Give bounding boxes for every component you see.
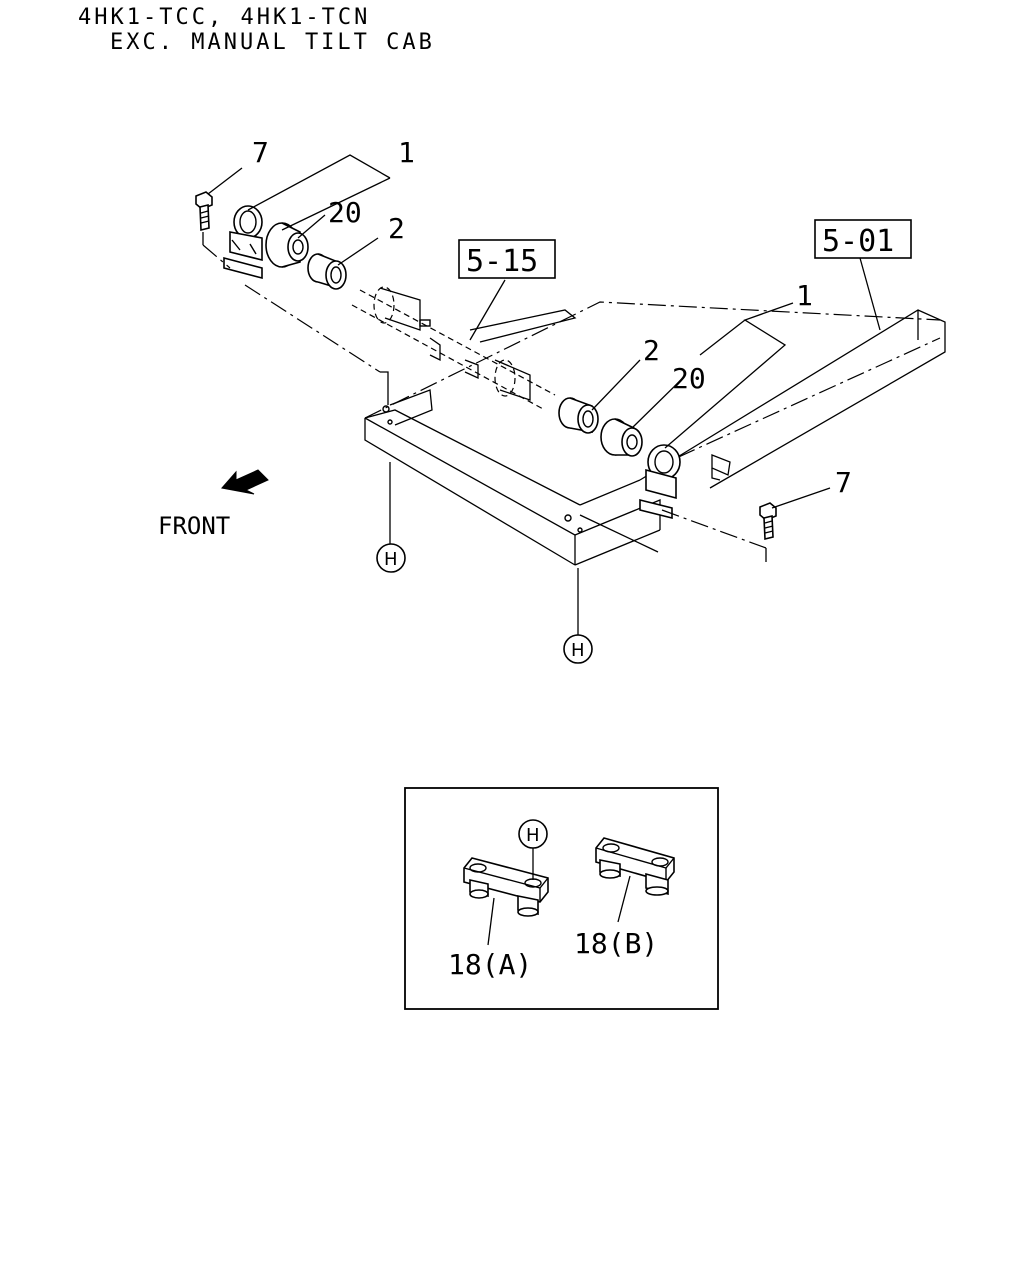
svg-text:H: H: [571, 640, 585, 661]
ref-5-01-label: 5-01: [822, 224, 894, 259]
h-marker-left: H: [376, 543, 406, 573]
callout-18b: 18(B): [574, 927, 658, 960]
bushing-left: [265, 222, 309, 268]
callout-20-left: 20: [328, 196, 362, 229]
leader-lines: [202, 154, 881, 635]
side-rail: [639, 309, 946, 489]
sleeve-right: [558, 397, 599, 434]
front-arrow-icon: [221, 469, 269, 495]
bracket-left: [223, 205, 263, 280]
bolt-right: [759, 502, 777, 541]
callout-20-right: 20: [672, 362, 706, 395]
h-marker-inset: H: [518, 819, 548, 849]
plate-b: [595, 837, 675, 896]
ref-5-15-label: 5-15: [466, 244, 538, 279]
callout-1-right: 1: [796, 279, 813, 312]
tilt-shaft: [351, 286, 577, 411]
sleeve-left: [307, 253, 347, 290]
inset-detail: H 18(A) 18(B): [404, 787, 719, 1010]
callout-7-right: 7: [835, 466, 852, 499]
header-condition-line: EXC. MANUAL TILT CAB: [110, 30, 435, 55]
callout-2-right: 2: [643, 334, 660, 367]
ref-box-5-15: 5-15: [458, 239, 556, 279]
callout-7-left: 7: [252, 136, 269, 169]
bracket-right: [639, 444, 681, 520]
bushing-right: [600, 418, 643, 457]
callout-18a: 18(A): [448, 948, 532, 981]
svg-text:H: H: [526, 825, 540, 846]
h-marker-center: H: [563, 634, 593, 664]
crossmember-frame: [364, 301, 941, 566]
ref-box-5-01: 5-01: [814, 219, 912, 259]
plate-a: [463, 857, 549, 917]
front-label: FRONT: [158, 512, 230, 540]
bolt-left: [195, 191, 213, 232]
header-model-line: 4HK1-TCC, 4HK1-TCN: [78, 5, 371, 30]
svg-text:H: H: [384, 549, 398, 570]
callout-1-left: 1: [398, 136, 415, 169]
callout-2-left: 2: [388, 212, 405, 245]
